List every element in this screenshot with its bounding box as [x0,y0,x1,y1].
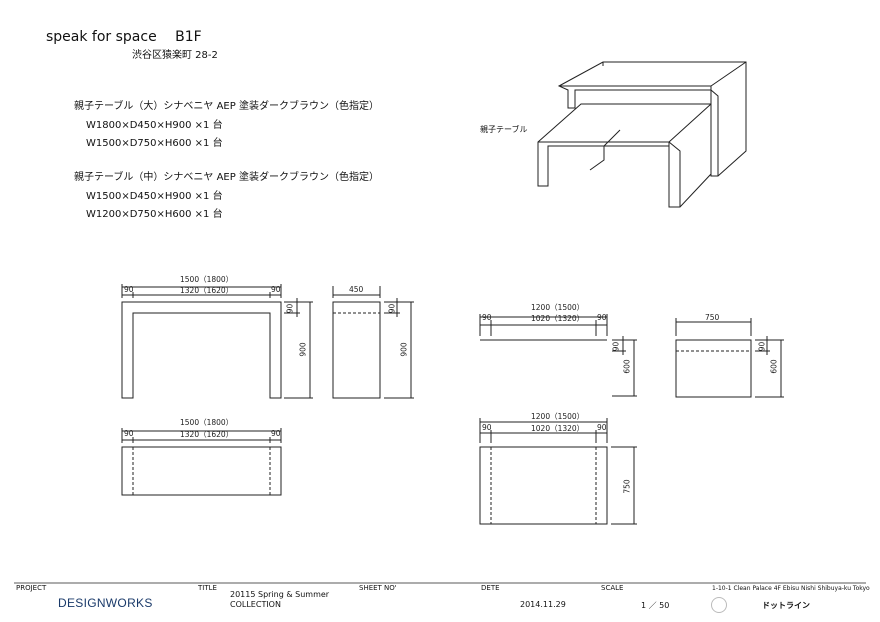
dim-medium-depth: 750 [705,313,720,322]
date-label: DETE [481,584,500,592]
dim-medium-leg-left: 90 [482,313,492,322]
dim-medium-leg-right: 90 [597,313,607,322]
page-title: speak for space B1F [46,29,202,45]
title-label: TITLE [198,584,217,592]
perspective-large-table [557,61,747,177]
dim-large-top-side: 90 [387,303,397,314]
dim-medium-inner: 1020（1320） [531,314,585,323]
dim-medium-plan-leg-right: 90 [597,423,607,432]
office-address: 1-10-1 Clean Palace 4F Ebisu Nishi Shibu… [712,585,870,592]
spec-medium-name: 親子テーブル（中）シナベニヤ AEP 塗装ダークブラウン（色指定） [74,172,379,183]
perspective-label: 親子テーブル [480,125,528,134]
dim-medium-plan-width: 1200（1500） [531,412,585,421]
dim-medium-width: 1200（1500） [531,303,585,312]
spec-medium-line-1: W1500×D450×H900 ×1 台 [86,191,223,202]
dim-large-inner: 1320（1620） [180,286,234,295]
brand-logo: DESIGNWORKS [58,596,153,610]
scale-label: SCALE [601,584,624,592]
dim-large-depth: 450 [349,285,364,294]
title-value-line2: COLLECTION [230,600,281,609]
spec-large-line-2: W1500×D750×H600 ×1 台 [86,138,223,149]
dim-medium-height-side: 600 [769,359,779,374]
dim-large-plan-leg-left: 90 [124,429,134,438]
large-side-elevation [332,286,414,399]
date-value: 2014.11.29 [520,600,566,609]
spec-large-name: 親子テーブル（大）シナベニヤ AEP 塗装ダークブラウン（色指定） [74,101,379,112]
dim-medium-top-front: 90 [611,341,621,352]
sheet-label: SHEET NO' [359,584,397,592]
title-value-line1: 20115 Spring & Summer [230,590,330,599]
dim-medium-plan-inner: 1020（1320） [531,424,585,433]
large-plan-view [121,428,282,496]
dim-medium-plan-depth: 750 [622,479,632,494]
perspective-small-table [537,103,712,208]
dim-large-height-front: 900 [298,342,308,357]
dim-medium-top-side: 90 [757,341,767,352]
dim-large-leg-left: 90 [124,285,134,294]
large-front-elevation [121,284,313,399]
spec-medium-line-2: W1200×D750×H600 ×1 台 [86,209,223,220]
address-subtitle: 渋谷区猿楽町 28-2 [132,50,218,61]
dim-large-plan-width: 1500（1800） [180,418,234,427]
dim-large-width: 1500（1800） [180,275,234,284]
dim-large-leg-right: 90 [271,285,281,294]
medium-side-elevation [675,318,784,398]
dim-large-top-front: 90 [285,303,295,314]
spec-large-line-1: W1800×D450×H900 ×1 台 [86,120,223,131]
company-logo-icon [711,597,727,613]
medium-plan-view [479,418,637,525]
project-label: PROJECT [16,584,47,592]
dim-large-plan-inner: 1320（1620） [180,430,234,439]
dim-medium-plan-leg-left: 90 [482,423,492,432]
dim-large-height-side: 900 [399,342,409,357]
dim-medium-height-front: 600 [622,359,632,374]
scale-value: 1 ／ 50 [641,601,670,610]
medium-front-elevation [479,314,637,397]
dim-large-plan-leg-right: 90 [271,429,281,438]
company-logo-text: ドットライン [762,601,810,610]
